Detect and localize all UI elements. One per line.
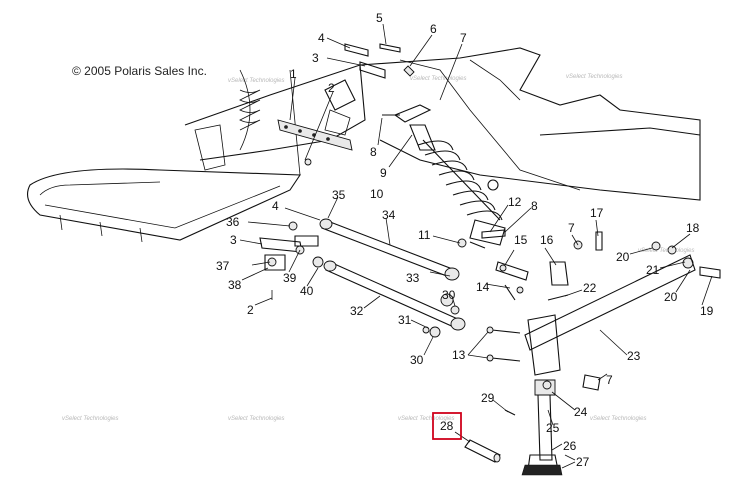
callout-21[interactable]: 21 — [646, 263, 660, 277]
callout-17[interactable]: 17 — [590, 206, 604, 220]
watermark: vSelect Technologies — [566, 74, 622, 80]
part-28-pin — [464, 439, 501, 463]
callout-8[interactable]: 8 — [531, 199, 538, 213]
callout-5[interactable]: 5 — [376, 11, 383, 25]
callout-12[interactable]: 12 — [508, 195, 522, 209]
callout-9[interactable]: 9 — [380, 166, 387, 180]
callout-40[interactable]: 40 — [300, 284, 314, 298]
callout-29[interactable]: 29 — [481, 391, 495, 405]
misc-fasteners — [304, 114, 460, 338]
callout-10[interactable]: 10 — [370, 187, 384, 201]
callout-7[interactable]: 7 — [606, 373, 613, 387]
callout-6[interactable]: 6 — [430, 22, 437, 36]
callout-4[interactable]: 4 — [272, 199, 279, 213]
part-10-shock — [393, 104, 506, 246]
left-mount-hardware — [259, 221, 324, 300]
watermark: vSelect Technologies — [62, 416, 118, 422]
callout-13[interactable]: 13 — [452, 348, 466, 362]
callout-23[interactable]: 23 — [627, 349, 641, 363]
callout-14[interactable]: 14 — [476, 280, 490, 294]
callout-34[interactable]: 34 — [382, 208, 396, 222]
callout-20[interactable]: 20 — [616, 250, 630, 264]
watermark: vSelect Technologies — [410, 76, 466, 82]
callout-19[interactable]: 19 — [700, 304, 714, 318]
watermark: vSelect Technologies — [398, 416, 454, 422]
callout-7[interactable]: 7 — [568, 221, 575, 235]
callout-1[interactable]: 1 — [290, 67, 297, 81]
callout-4[interactable]: 4 — [318, 31, 325, 45]
callout-38[interactable]: 38 — [228, 278, 242, 292]
ski — [27, 168, 302, 243]
highlight-box — [432, 412, 462, 440]
callout-18[interactable]: 18 — [686, 221, 700, 235]
right-linkage-hardware — [457, 229, 569, 301]
callout-39[interactable]: 39 — [283, 271, 297, 285]
callout-2[interactable]: 2 — [328, 81, 335, 95]
watermark: vSelect Technologies — [228, 416, 284, 422]
watermark: vSelect Technologies — [228, 78, 284, 84]
callout-22[interactable]: 22 — [583, 281, 597, 295]
callout-32[interactable]: 32 — [350, 304, 364, 318]
callout-30[interactable]: 30 — [410, 353, 424, 367]
callouts: 5 4 6 7 3 1 2 8 9 10 35 4 36 34 12 8 11 … — [216, 11, 714, 469]
callout-3[interactable]: 3 — [230, 233, 237, 247]
callout-37[interactable]: 37 — [216, 259, 230, 273]
part-34-upper-arm — [319, 218, 460, 281]
callout-28[interactable]: 28 — [440, 419, 454, 433]
callout-20[interactable]: 20 — [664, 290, 678, 304]
callout-30[interactable]: 30 — [442, 288, 456, 302]
leader-lines — [239, 23, 713, 469]
callout-31[interactable]: 31 — [398, 313, 412, 327]
watermark: vSelect Technologies — [638, 248, 694, 254]
callout-2[interactable]: 2 — [247, 303, 254, 317]
copyright-text: © 2005 Polaris Sales Inc. — [72, 64, 207, 78]
callout-8[interactable]: 8 — [370, 145, 377, 159]
callout-36[interactable]: 36 — [226, 215, 240, 229]
callout-27[interactable]: 27 — [576, 455, 590, 469]
callout-26[interactable]: 26 — [563, 439, 577, 453]
callout-15[interactable]: 15 — [514, 233, 528, 247]
callout-35[interactable]: 35 — [332, 188, 346, 202]
callout-33[interactable]: 33 — [406, 271, 420, 285]
rear-spring-left — [194, 89, 261, 171]
callout-11[interactable]: 11 — [418, 228, 431, 242]
callout-3[interactable]: 3 — [312, 51, 319, 65]
spindle — [521, 374, 601, 476]
upper-shock-hardware — [324, 43, 415, 111]
bolts-13 — [486, 326, 521, 362]
watermark: vSelect Technologies — [590, 416, 646, 422]
part-32-lower-arm — [323, 260, 466, 331]
callout-7[interactable]: 7 — [460, 31, 467, 45]
watermarks: vSelect Technologies vSelect Technologie… — [62, 74, 694, 422]
callout-16[interactable]: 16 — [540, 233, 554, 247]
callout-24[interactable]: 24 — [574, 405, 588, 419]
callout-25[interactable]: 25 — [546, 421, 560, 435]
right-front-hardware — [547, 231, 721, 301]
frame — [184, 47, 701, 201]
